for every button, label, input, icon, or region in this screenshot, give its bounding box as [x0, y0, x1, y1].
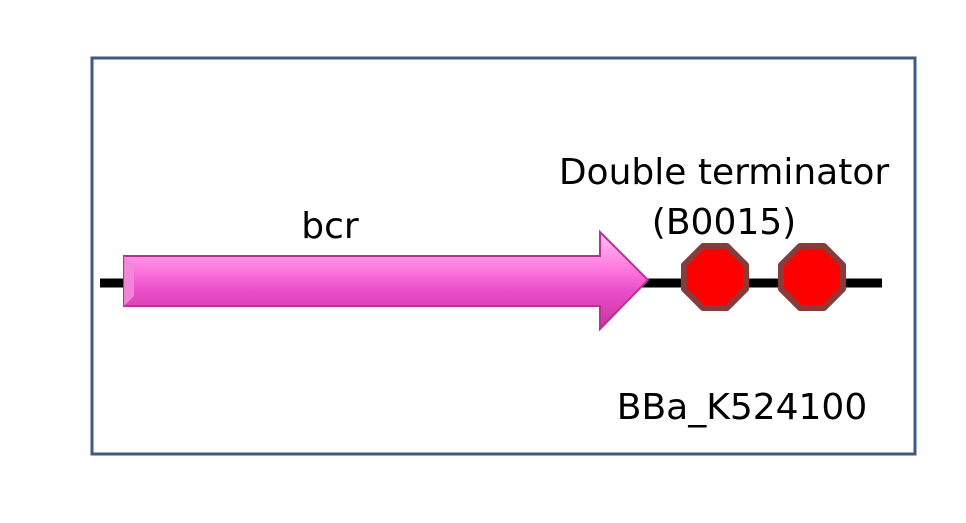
cds-arrow-bevel: [124, 256, 134, 306]
terminator-octagon-2: [778, 243, 846, 311]
diagram-frame: [90, 56, 917, 456]
terminator-octagon-1: [681, 243, 749, 311]
bcr-gene-arrow: [123, 229, 650, 332]
cds-arrow-icon: [123, 229, 650, 332]
terminator-label-line1: Double terminator: [559, 152, 890, 193]
part-id-label: BBa_K524100: [617, 387, 868, 428]
gene-label: bcr: [301, 206, 359, 247]
terminator-label-line2: (B0015): [652, 202, 796, 243]
